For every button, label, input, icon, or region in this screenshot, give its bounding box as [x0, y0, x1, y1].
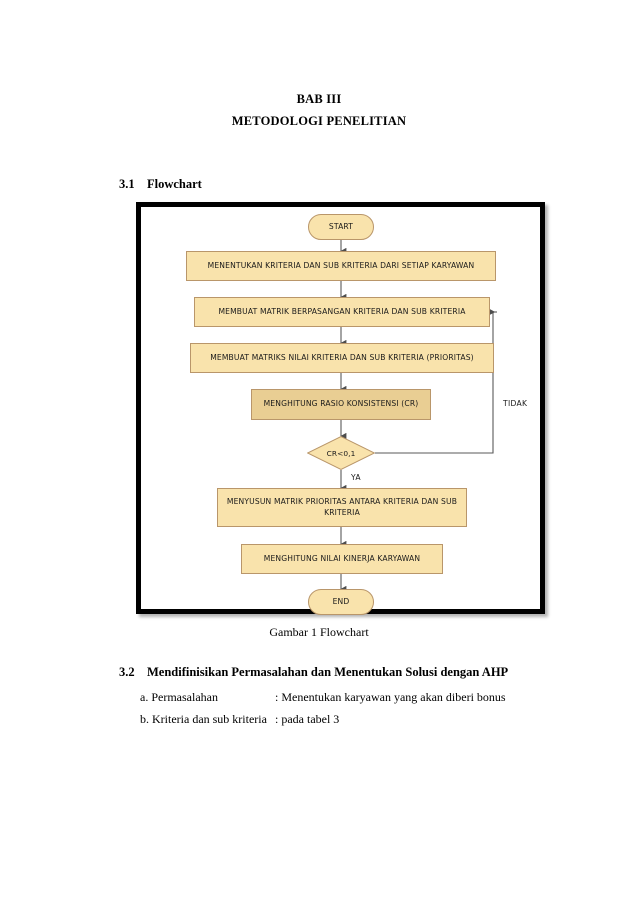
list-item-kriteria-value: : pada tabel 3 — [275, 712, 340, 726]
edge-label-ya: YA — [351, 473, 361, 482]
edge-label-tidak: TIDAK — [503, 399, 528, 408]
flow-node-end[interactable]: END — [308, 589, 374, 615]
section-title-3-1: Flowchart — [147, 177, 202, 191]
flowchart-connectors — [340, 240, 497, 593]
chapter-title: BAB III — [296, 92, 342, 106]
figure-caption: Gambar 1 Flowchart — [269, 625, 369, 639]
flow-node-menyusun-matrik-prioritas[interactable]: MENYUSUN MATRIK PRIORITAS ANTARA KRITERI… — [217, 488, 467, 527]
chapter-subtitle: METODOLOGI PENELITIAN — [231, 114, 407, 128]
section-title-3-2: Mendifinisikan Permasalahan dan Menentuk… — [147, 665, 509, 679]
flow-node-menentukan-kriteria[interactable]: MENENTUKAN KRITERIA DAN SUB KRITERIA DAR… — [186, 251, 496, 281]
diamond-shape-icon — [307, 436, 375, 470]
flowchart-figure: START MENENTUKAN KRITERIA DAN SUB KRITER… — [136, 202, 545, 615]
flow-node-membuat-matrik-berpasangan[interactable]: MEMBUAT MATRIK BERPASANGAN KRITERIA DAN … — [194, 297, 490, 327]
flow-node-menentukan-kriteria-label: MENENTUKAN KRITERIA DAN SUB KRITERIA DAR… — [207, 260, 475, 270]
list-item-permasalahan-value: : Menentukan karyawan yang akan diberi b… — [275, 690, 506, 704]
list-item-permasalahan: a. Permasalahan : Menentukan karyawan yan… — [140, 690, 506, 705]
flow-node-nilai-kinerja-karyawan-label: MENGHITUNG NILAI KINERJA KARYAWAN — [263, 553, 421, 563]
flow-node-decision-cr[interactable]: CR<0,1 — [307, 436, 375, 470]
flow-node-decision-cr-label: CR<0,1 — [326, 448, 356, 458]
flow-node-membuat-matrik-berpasangan-label: MEMBUAT MATRIK BERPASANGAN KRITERIA DAN … — [218, 306, 466, 316]
flow-node-start-label: START — [328, 221, 354, 231]
section-heading-3-2: 3.2 Mendifinisikan Permasalahan dan Menen… — [119, 665, 508, 680]
list-item-kriteria: b. Kriteria dan sub kriteria : pada tabel… — [140, 712, 339, 727]
flow-node-start[interactable]: START — [308, 214, 374, 240]
section-number-3-2: 3.2 — [119, 665, 135, 679]
section-heading-3-1: 3.1 Flowchart — [119, 177, 202, 192]
flow-node-end-label: END — [332, 596, 350, 606]
list-item-permasalahan-label: a. Permasalahan — [140, 690, 218, 704]
flow-node-rasio-konsistensi[interactable]: MENGHITUNG RASIO KONSISTENSI (CR) — [251, 389, 431, 420]
flow-node-matriks-nilai-kriteria[interactable]: MEMBUAT MATRIKS NILAI KRITERIA DAN SUB K… — [190, 343, 494, 373]
flow-node-rasio-konsistensi-label: MENGHITUNG RASIO KONSISTENSI (CR) — [263, 399, 419, 409]
section-number-3-1: 3.1 — [119, 177, 135, 191]
flow-node-matriks-nilai-kriteria-label: MEMBUAT MATRIKS NILAI KRITERIA DAN SUB K… — [210, 352, 474, 362]
flow-node-nilai-kinerja-karyawan[interactable]: MENGHITUNG NILAI KINERJA KARYAWAN — [241, 544, 443, 574]
flowchart-canvas: START MENENTUKAN KRITERIA DAN SUB KRITER… — [141, 207, 540, 615]
flow-node-menyusun-matrik-prioritas-label: MENYUSUN MATRIK PRIORITAS ANTARA KRITERI… — [226, 497, 458, 517]
list-item-kriteria-label: b. Kriteria dan sub kriteria — [140, 712, 267, 726]
